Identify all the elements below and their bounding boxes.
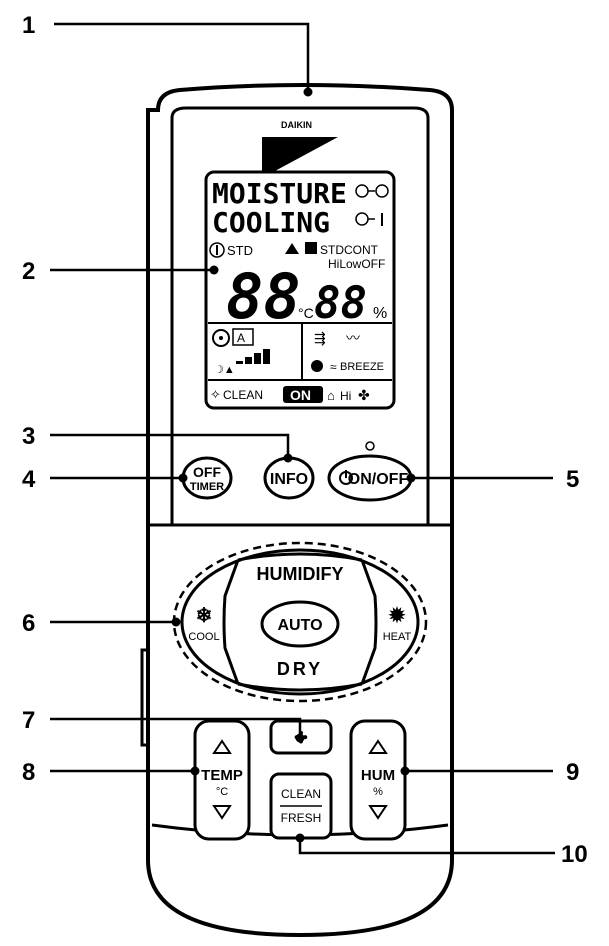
svg-text:CLEAN: CLEAN (281, 787, 321, 801)
night-icon: ☽▲ (214, 364, 235, 376)
lcd-hi: Hi (340, 389, 351, 403)
lcd-display: MOISTURE COOLING STD STDCONT HiLowOFF 88… (204, 170, 396, 410)
lcd-temp-unit: °C (298, 305, 314, 321)
lcd-fan-auto: A (237, 331, 245, 345)
lcd-clean: CLEAN (223, 388, 263, 402)
svg-text:TIMER: TIMER (190, 481, 224, 493)
lcd-temp-digits: 88 (226, 260, 301, 333)
heat-button[interactable]: ✹ HEAT (383, 605, 412, 643)
lcd-line2: COOLING (212, 206, 330, 239)
lcd-std-cont: STDCONT (320, 243, 379, 257)
triangle-up-icon (285, 243, 299, 254)
lcd-line1: MOISTURE (212, 177, 347, 210)
lcd-hi-low-off: HiLowOFF (328, 257, 385, 271)
daikin-logo: DAIKIN (262, 120, 338, 178)
timer-off-icon (355, 184, 389, 198)
svg-text:FRESH: FRESH (281, 811, 322, 825)
lcd-on: ON (290, 387, 311, 403)
hum-down-icon (368, 805, 388, 820)
callout-9: 9 (566, 759, 579, 786)
swing-vertical-icon: ⇶ (314, 330, 326, 346)
svg-text:INFO: INFO (270, 471, 308, 488)
off-timer-button[interactable]: OFF TIMER (181, 456, 233, 500)
svg-text:OFF: OFF (193, 464, 221, 480)
lcd-hum-digits: 88 (314, 278, 367, 329)
svg-text:TEMP: TEMP (201, 767, 243, 784)
svg-text:DAIKIN: DAIKIN (281, 120, 312, 130)
drop-icon (305, 242, 317, 254)
lcd-std: STD (227, 243, 253, 258)
svg-text:HEAT: HEAT (383, 631, 412, 643)
callout-4: 4 (22, 466, 36, 493)
auto-button[interactable]: AUTO (260, 600, 340, 648)
thermometer-icon (209, 242, 225, 258)
power-icon (339, 470, 353, 485)
fan-icon (212, 329, 230, 347)
callout-7: 7 (22, 707, 35, 734)
callout-5: 5 (566, 466, 579, 493)
temp-down-icon (212, 805, 232, 820)
clean-fresh-button[interactable]: CLEAN FRESH (269, 772, 333, 840)
svg-text:°C: °C (216, 786, 228, 798)
sparkle-icon: ✧ (210, 387, 221, 402)
cool-button[interactable]: ❄ COOL (188, 605, 219, 643)
svg-text:HUM: HUM (361, 767, 395, 784)
house-icon: ⌂ (327, 388, 335, 403)
temp-up-icon (212, 739, 232, 754)
svg-text:ON/OFF: ON/OFF (348, 471, 409, 488)
person-icon (311, 360, 323, 372)
fan-level-bars (236, 349, 270, 364)
cleanup-icon: ✤ (358, 387, 370, 403)
dry-button[interactable]: DRY (277, 659, 323, 679)
callout-lines (50, 22, 555, 855)
status-led (365, 441, 375, 451)
svg-text:DRY: DRY (277, 659, 323, 679)
info-button[interactable]: INFO (263, 456, 315, 500)
timer-on-icon (355, 212, 383, 226)
svg-text:≈: ≈ (330, 360, 337, 374)
temp-rocker[interactable]: TEMP °C (193, 719, 251, 841)
callout-6: 6 (22, 610, 35, 637)
svg-text:HUMIDIFY: HUMIDIFY (257, 564, 344, 584)
lcd-hum-unit: % (373, 305, 387, 322)
humidify-button[interactable]: HUMIDIFY (257, 564, 344, 584)
callout-10: 10 (561, 841, 588, 868)
callout-dots (171, 87, 416, 843)
svg-text:COOL: COOL (188, 631, 219, 643)
lcd-breeze: BREEZE (340, 361, 384, 373)
callout-1: 1 (22, 12, 35, 39)
callout-8: 8 (22, 759, 35, 786)
callout-3: 3 (22, 423, 35, 450)
snowflake-icon: ❄ (196, 605, 213, 627)
svg-text:AUTO: AUTO (277, 617, 322, 634)
on-off-button[interactable]: ON/OFF (327, 441, 413, 502)
callout-2: 2 (22, 258, 35, 285)
callout-numbers: 1 2 3 4 5 6 7 8 9 10 (22, 12, 588, 868)
hum-up-icon (368, 739, 388, 754)
swing-horizontal-icon: 〰 (346, 330, 360, 346)
sun-icon: ✹ (388, 605, 407, 627)
svg-text:%: % (373, 786, 383, 798)
hum-rocker[interactable]: HUM % (349, 719, 407, 841)
